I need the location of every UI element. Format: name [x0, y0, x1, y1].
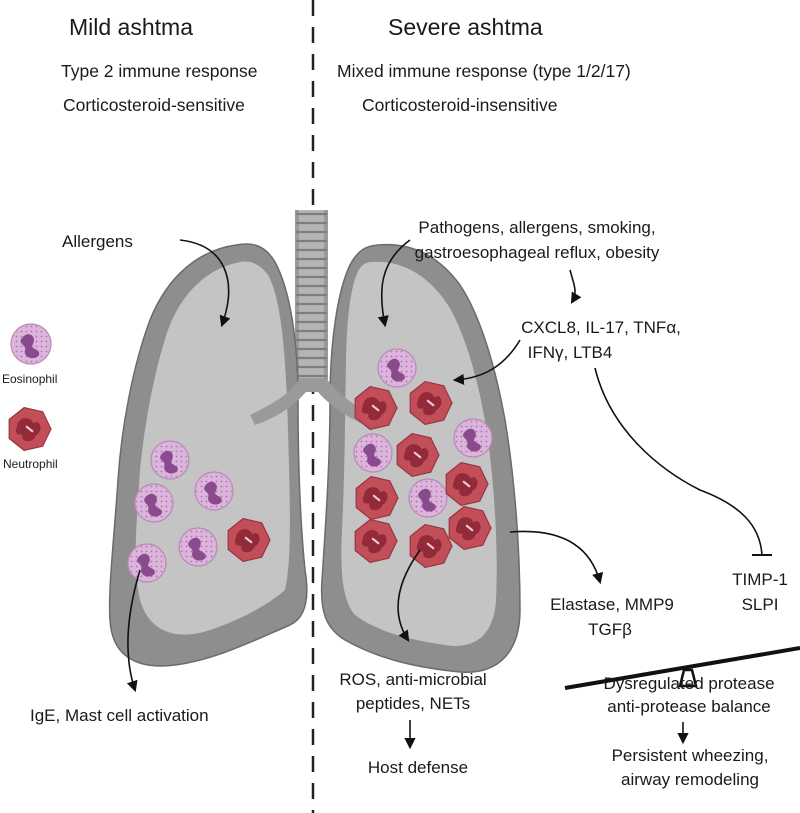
- host-defense-label: Host defense: [367, 758, 469, 777]
- inhibitor-line: [594, 367, 763, 556]
- legend: [8, 323, 52, 451]
- neutrophil-legend-icon: [8, 407, 52, 451]
- defense-line1: ROS, anti-microbial: [339, 670, 487, 689]
- proteases-line1: Elastase, MMP9: [550, 595, 674, 614]
- severe-response: Mixed immune response (type 1/2/17): [337, 61, 631, 81]
- eosinophil-cell: [453, 418, 493, 458]
- eosinophil-cell: [178, 527, 218, 567]
- neutrophil-cell: [354, 519, 398, 563]
- neutrophil-cell: [227, 518, 271, 562]
- neutrophil-cell: [409, 524, 453, 568]
- trachea: [295, 210, 328, 380]
- mild-steroid: Corticosteroid-sensitive: [63, 95, 245, 115]
- eosinophil-cell: [127, 543, 167, 583]
- mild-title: Mild ashtma: [69, 14, 193, 40]
- eosinophil-cell: [408, 478, 448, 518]
- eosinophil-cell: [150, 440, 190, 480]
- eosinophil-legend-label: Eosinophil: [2, 372, 58, 386]
- inhibitors-line1: TIMP-1: [732, 570, 788, 589]
- eosinophil-cell: [194, 471, 234, 511]
- arrow-allergens: [179, 239, 231, 328]
- neutrophil-cell: [409, 381, 453, 425]
- neutrophil-cell: [355, 476, 399, 520]
- arrow-defense: [397, 549, 421, 642]
- neutrophil-cell: [354, 386, 398, 430]
- arrow-to-cytokines: [569, 269, 582, 304]
- neutrophil-cell: [396, 433, 440, 477]
- cells: [127, 348, 493, 583]
- arrow-proteases: [509, 530, 604, 585]
- arrow-ige: [126, 569, 141, 693]
- allergens-label: Allergens: [62, 232, 133, 251]
- ige-label: IgE, Mast cell activation: [30, 706, 209, 725]
- neutrophil-legend-label: Neutrophil: [3, 457, 58, 471]
- arrow-cytokines-to-lung: [452, 339, 521, 385]
- triggers-line1: Pathogens, allergens, smoking,: [418, 218, 656, 237]
- final-line1: Persistent wheezing,: [611, 746, 769, 765]
- cytokines-line2: IFNγ, LTB4: [527, 343, 613, 362]
- eosinophil-legend-icon: [10, 323, 52, 365]
- eosinophil-cell: [377, 348, 417, 388]
- eosinophil-cell: [353, 433, 393, 473]
- balance-line2: anti-protease balance: [607, 697, 771, 716]
- severe-title: Severe ashtma: [388, 14, 543, 40]
- cytokines-line1: CXCL8, IL-17, TNFα,: [521, 318, 681, 337]
- balance-scale: [564, 646, 800, 690]
- severe-steroid: Corticosteroid-insensitive: [362, 95, 558, 115]
- mild-response: Type 2 immune response: [61, 61, 258, 81]
- defense-line2: peptides, NETs: [355, 694, 471, 713]
- triggers-line2: gastroesophageal reflux, obesity: [414, 243, 660, 262]
- final-line2: airway remodeling: [621, 770, 759, 789]
- neutrophil-cell: [448, 506, 492, 550]
- balance-line1: Dysregulated protease: [603, 674, 775, 693]
- inhibitors-line2: SLPI: [741, 595, 779, 614]
- neutrophil-cell: [445, 462, 489, 506]
- proteases-line2: TGFβ: [588, 620, 632, 639]
- arrow-triggers: [377, 239, 411, 328]
- eosinophil-cell: [134, 483, 174, 523]
- arrows: [126, 239, 772, 750]
